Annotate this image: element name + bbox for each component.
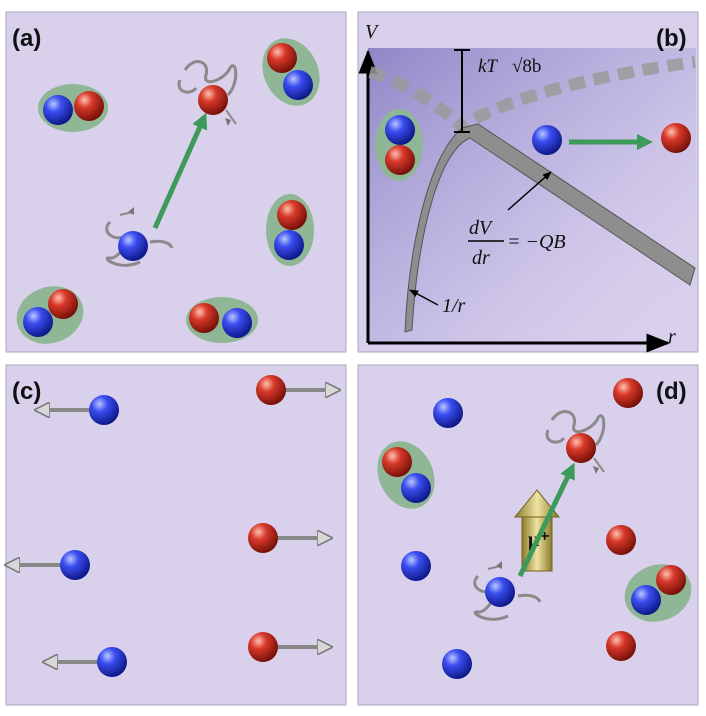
- red-charge-sphere-icon: [256, 375, 286, 405]
- panel-b: (b) V r kT √8b dV dr = −QB: [357, 11, 699, 353]
- slope-rhs: = −QB: [507, 231, 566, 253]
- panel-c-label: (c): [12, 378, 41, 405]
- red-charge-sphere-icon: [189, 303, 219, 333]
- green-arrow: [517, 462, 575, 578]
- red-charge-sphere-icon: [198, 85, 228, 115]
- charge-pair: [624, 564, 692, 622]
- red-charge-sphere-icon: [613, 378, 643, 408]
- red-charge-sphere-icon: [382, 447, 412, 477]
- barrier-kT-label: kT: [478, 56, 498, 77]
- blue-charge-sphere-icon: [274, 230, 304, 260]
- red-charge-sphere-icon: [656, 565, 686, 595]
- red-charge-sphere-icon: [277, 200, 307, 230]
- panel-d-label: (d): [656, 378, 687, 405]
- blue-charge-sphere-icon: [118, 231, 148, 261]
- blue-charge-sphere-icon: [385, 115, 415, 145]
- blue-charge-sphere-icon: [442, 649, 472, 679]
- ribbon-trail-icon: [545, 410, 606, 474]
- slope-numerator: dV: [469, 217, 494, 239]
- red-charge-sphere-icon: [566, 433, 596, 463]
- red-charge-sphere-icon: [74, 91, 104, 121]
- red-charge-sphere-icon: [267, 43, 297, 73]
- red-charge-sphere-icon: [385, 145, 415, 175]
- x-axis-label: r: [668, 326, 676, 348]
- blue-charge-sphere-icon: [401, 551, 431, 581]
- red-charge-sphere-icon: [661, 123, 691, 153]
- blue-charge-sphere-icon: [631, 585, 661, 615]
- blue-charge-sphere-icon: [60, 550, 90, 580]
- charge-pair: [262, 38, 320, 106]
- panel-d: (d) μ⁺: [357, 364, 699, 706]
- blue-charge-sphere-icon: [222, 308, 252, 338]
- ribbon-trail-icon: [177, 60, 238, 126]
- dashed-thermal-curve: [368, 56, 696, 137]
- blue-charge-sphere-icon: [401, 473, 431, 503]
- green-arrow: [152, 112, 208, 230]
- charge-pair: [186, 297, 258, 343]
- charge-pair: [266, 194, 314, 266]
- inverse-r-pointer-arrow: [409, 289, 439, 306]
- blue-charge-sphere-icon: [485, 577, 515, 607]
- potential-curve: [404, 123, 696, 333]
- panel-a-label: (a): [12, 25, 41, 52]
- red-charge-sphere-icon: [606, 525, 636, 555]
- red-charge-sphere-icon: [248, 632, 278, 662]
- charge-pair: [38, 84, 108, 132]
- blue-charge-sphere-icon: [532, 125, 562, 155]
- blue-charge-sphere-icon: [97, 647, 127, 677]
- blue-charge-sphere-icon: [43, 95, 73, 125]
- red-charge-sphere-icon: [248, 523, 278, 553]
- panel-c: (c): [5, 364, 347, 706]
- panel-c-background: [5, 364, 347, 706]
- slope-pointer-arrow: [507, 171, 552, 211]
- charge-pair: [377, 441, 435, 509]
- y-axis-label: V: [365, 21, 380, 43]
- panel-b-label: (b): [656, 25, 687, 52]
- panel-a: (a): [5, 11, 347, 353]
- blue-charge-sphere-icon: [23, 307, 53, 337]
- red-charge-sphere-icon: [48, 289, 78, 319]
- red-charge-sphere-icon: [606, 631, 636, 661]
- inverse-r-label: 1/r: [442, 295, 466, 317]
- charge-pair: [375, 109, 423, 181]
- charge-pair: [16, 286, 84, 344]
- barrier-sqrt-label: √8b: [512, 56, 541, 77]
- blue-charge-sphere-icon: [433, 398, 463, 428]
- blue-charge-sphere-icon: [89, 395, 119, 425]
- slope-denominator: dr: [472, 247, 490, 269]
- blue-charge-sphere-icon: [283, 70, 313, 100]
